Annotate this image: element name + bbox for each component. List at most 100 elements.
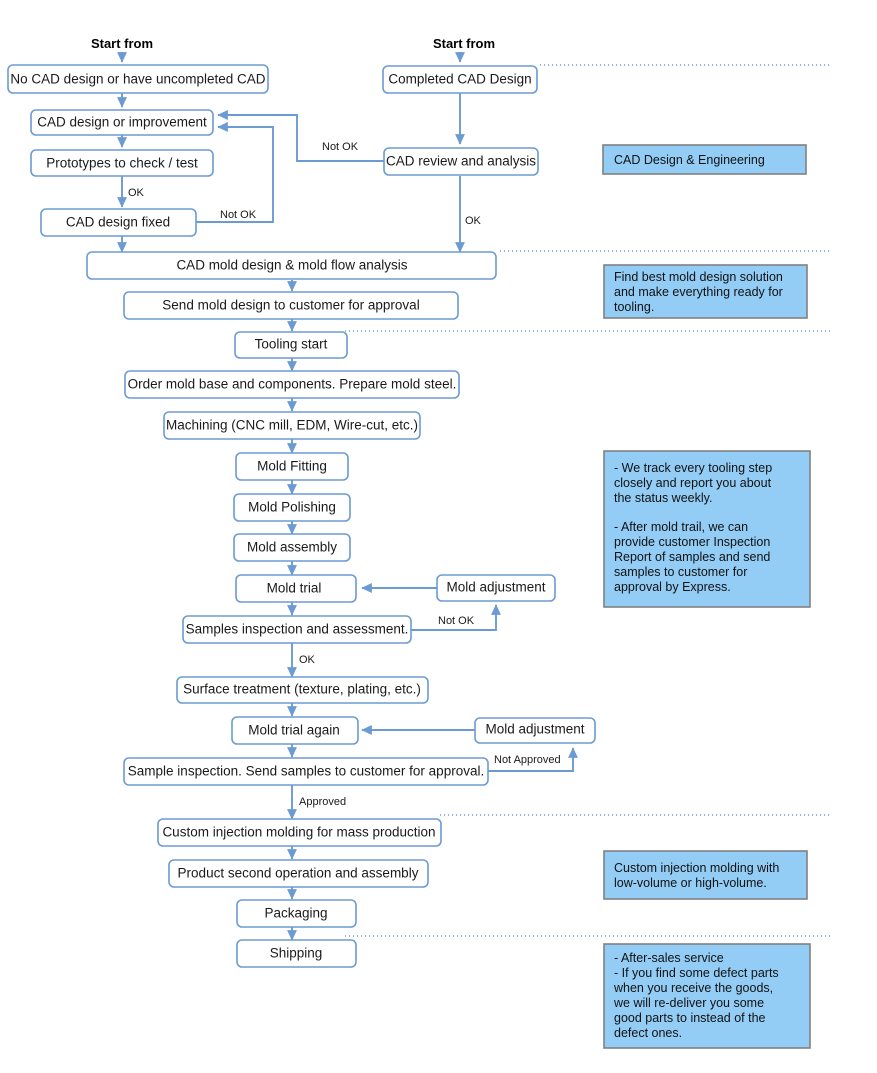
node-samples-inspection-label: Samples inspection and assessment. xyxy=(186,622,409,637)
node-cad-design-or-improvement[interactable]: CAD design or improvement xyxy=(30,109,214,136)
node-mold-trial-label: Mold trial xyxy=(267,581,322,596)
node-prototypes-to-check-test-box[interactable] xyxy=(30,149,214,177)
node-cad-mold-design-label: CAD mold design & mold flow analysis xyxy=(176,258,407,273)
node-mold-adjustment-1[interactable]: Mold adjustment xyxy=(436,574,556,602)
node-mold-assembly-label: Mold assembly xyxy=(247,540,337,555)
edge-label-not-ok-review: Not OK xyxy=(322,141,359,153)
node-mold-assembly-box[interactable] xyxy=(233,533,351,562)
note-cad-design-engineering: CAD Design & Engineering xyxy=(602,144,807,175)
node-custom-injection-molding-box[interactable] xyxy=(157,818,442,847)
note-tooling-tracking-line-1: closely and report you about xyxy=(614,476,772,490)
node-sample-inspection-send-label: Sample inspection. Send samples to custo… xyxy=(128,764,484,779)
node-machining[interactable]: Machining (CNC mill, EDM, Wire-cut, etc.… xyxy=(163,411,421,440)
node-sample-inspection-send-box[interactable] xyxy=(123,757,489,786)
node-mold-assembly[interactable]: Mold assembly xyxy=(233,533,351,562)
edge-label-ok-review: OK xyxy=(465,215,482,227)
node-shipping-box[interactable] xyxy=(236,939,357,968)
note-tooling-tracking-line-4: - After mold trail, we can xyxy=(614,520,748,534)
node-mold-fitting[interactable]: Mold Fitting xyxy=(235,452,349,481)
node-mold-adjustment-1-box[interactable] xyxy=(436,574,556,602)
node-mold-adjustment-2-box[interactable] xyxy=(474,717,596,744)
node-mold-adjustment-1-label: Mold adjustment xyxy=(446,580,545,595)
note-tooling-tracking-line-8: approval by Express. xyxy=(614,580,731,594)
node-cad-design-fixed-box[interactable] xyxy=(40,208,197,237)
node-shipping[interactable]: Shipping xyxy=(236,939,357,968)
note-mold-design-solution-line-0: Find best mold design solution xyxy=(614,270,783,284)
node-order-mold-base-label: Order mold base and components. Prepare … xyxy=(128,377,457,392)
node-cad-mold-design[interactable]: CAD mold design & mold flow analysis xyxy=(86,251,497,280)
node-cad-design-or-improvement-box[interactable] xyxy=(30,109,214,136)
node-cad-review-and-analysis[interactable]: CAD review and analysis xyxy=(383,147,539,176)
node-product-second-operation-label: Product second operation and assembly xyxy=(178,866,419,881)
note-tooling-tracking-box xyxy=(603,450,811,608)
note-after-sales-line-4: good parts to instead of the xyxy=(614,1011,766,1025)
note-after-sales-line-5: defect ones. xyxy=(614,1026,682,1040)
node-order-mold-base-box[interactable] xyxy=(124,370,460,399)
node-completed-cad-design[interactable]: Completed CAD Design xyxy=(382,65,538,94)
edge-label-not-ok-samples: Not OK xyxy=(438,615,475,627)
note-after-sales-line-0: - After-sales service xyxy=(614,951,724,965)
node-cad-design-fixed[interactable]: CAD design fixed xyxy=(40,208,197,237)
node-completed-cad-design-box[interactable] xyxy=(382,65,538,94)
edge-label-not-approved: Not Approved xyxy=(494,754,561,766)
node-mold-polishing[interactable]: Mold Polishing xyxy=(233,493,351,522)
node-cad-design-or-improvement-label: CAD design or improvement xyxy=(37,115,207,130)
edge-label-ok-prototypes: OK xyxy=(128,187,145,199)
node-surface-treatment-box[interactable] xyxy=(176,676,429,704)
node-samples-inspection-box[interactable] xyxy=(182,615,412,644)
node-mold-trial-again[interactable]: Mold trial again xyxy=(231,716,359,745)
node-mold-trial-again-box[interactable] xyxy=(231,716,359,745)
node-completed-cad-design-label: Completed CAD Design xyxy=(388,72,531,87)
node-send-mold-design[interactable]: Send mold design to customer for approva… xyxy=(123,291,459,320)
node-machining-box[interactable] xyxy=(163,411,421,440)
node-send-mold-design-label: Send mold design to customer for approva… xyxy=(162,298,419,313)
node-mold-fitting-box[interactable] xyxy=(235,452,349,481)
node-cad-design-fixed-label: CAD design fixed xyxy=(66,215,170,230)
node-packaging[interactable]: Packaging xyxy=(236,899,357,928)
node-product-second-operation[interactable]: Product second operation and assembly xyxy=(168,859,429,888)
node-cad-review-and-analysis-box[interactable] xyxy=(383,147,539,176)
node-custom-injection-molding-label: Custom injection molding for mass produc… xyxy=(162,825,435,840)
node-no-cad-design-box[interactable] xyxy=(7,64,269,94)
note-mold-design-solution-line-2: tooling. xyxy=(614,300,654,314)
loop-review-notok xyxy=(217,110,384,162)
node-custom-injection-molding[interactable]: Custom injection molding for mass produc… xyxy=(157,818,442,847)
node-surface-treatment[interactable]: Surface treatment (texture, plating, etc… xyxy=(176,676,429,704)
node-prototypes-to-check-test[interactable]: Prototypes to check / test xyxy=(30,149,214,177)
node-packaging-box[interactable] xyxy=(236,899,357,928)
node-mold-adjustment-2[interactable]: Mold adjustment xyxy=(474,717,596,744)
node-mold-polishing-box[interactable] xyxy=(233,493,351,522)
note-after-sales: - After-sales service - If you find some… xyxy=(603,943,811,1049)
node-prototypes-to-check-test-label: Prototypes to check / test xyxy=(46,156,198,171)
node-tooling-start[interactable]: Tooling start xyxy=(234,331,348,359)
node-cad-review-and-analysis-label: CAD review and analysis xyxy=(386,154,536,169)
node-send-mold-design-box[interactable] xyxy=(123,291,459,320)
note-custom-injection: Custom injection molding with low-volume… xyxy=(603,850,808,900)
note-after-sales-line-3: we will re-deliver you some xyxy=(613,996,764,1010)
start-label-right: Start from xyxy=(433,36,495,51)
note-cad-design-engineering-box xyxy=(602,144,807,175)
note-custom-injection-box xyxy=(603,850,808,900)
node-no-cad-design[interactable]: No CAD design or have uncompleted CAD xyxy=(7,64,269,94)
node-tooling-start-box[interactable] xyxy=(234,331,348,359)
note-mold-design-solution-box xyxy=(603,264,808,319)
node-mold-trial-box[interactable] xyxy=(235,574,357,603)
note-custom-injection-line-1: low-volume or high-volume. xyxy=(614,876,767,890)
node-cad-mold-design-box[interactable] xyxy=(86,251,497,280)
note-tooling-tracking-line-6: Report of samples and send xyxy=(614,550,770,564)
edge-label-ok-samples: OK xyxy=(299,654,316,666)
note-custom-injection-line-0: Custom injection molding with xyxy=(614,861,779,875)
node-sample-inspection-send[interactable]: Sample inspection. Send samples to custo… xyxy=(123,757,489,786)
node-tooling-start-label: Tooling start xyxy=(255,337,328,352)
node-mold-fitting-label: Mold Fitting xyxy=(257,459,327,474)
node-samples-inspection[interactable]: Samples inspection and assessment. xyxy=(182,615,412,644)
node-mold-trial[interactable]: Mold trial xyxy=(235,574,357,603)
node-order-mold-base[interactable]: Order mold base and components. Prepare … xyxy=(124,370,460,399)
edge-label-not-ok-cad-fixed: Not OK xyxy=(220,209,257,221)
start-label-left: Start from xyxy=(91,36,153,51)
node-product-second-operation-box[interactable] xyxy=(168,859,429,888)
node-no-cad-design-label: No CAD design or have uncompleted CAD xyxy=(10,72,265,87)
node-mold-polishing-label: Mold Polishing xyxy=(248,500,336,515)
node-shipping-label: Shipping xyxy=(270,946,323,961)
